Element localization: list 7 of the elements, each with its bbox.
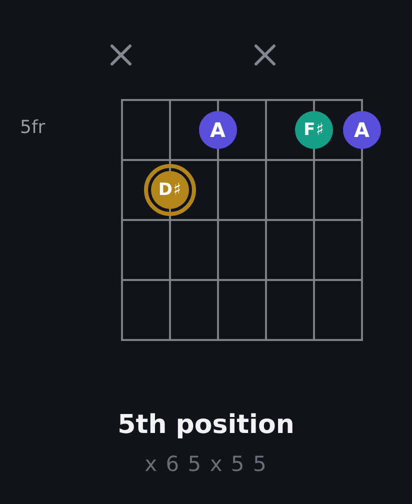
note-dot: A — [199, 111, 237, 149]
chord-title: 5th position — [116, 410, 296, 440]
note-dot: A — [343, 111, 381, 149]
root-note-dot: D♯ — [144, 164, 196, 216]
note-dot: F♯ — [295, 111, 333, 149]
fret-number-label: 5fr — [20, 117, 46, 138]
fingering-label: x 6 5 x 5 5 — [144, 452, 268, 476]
